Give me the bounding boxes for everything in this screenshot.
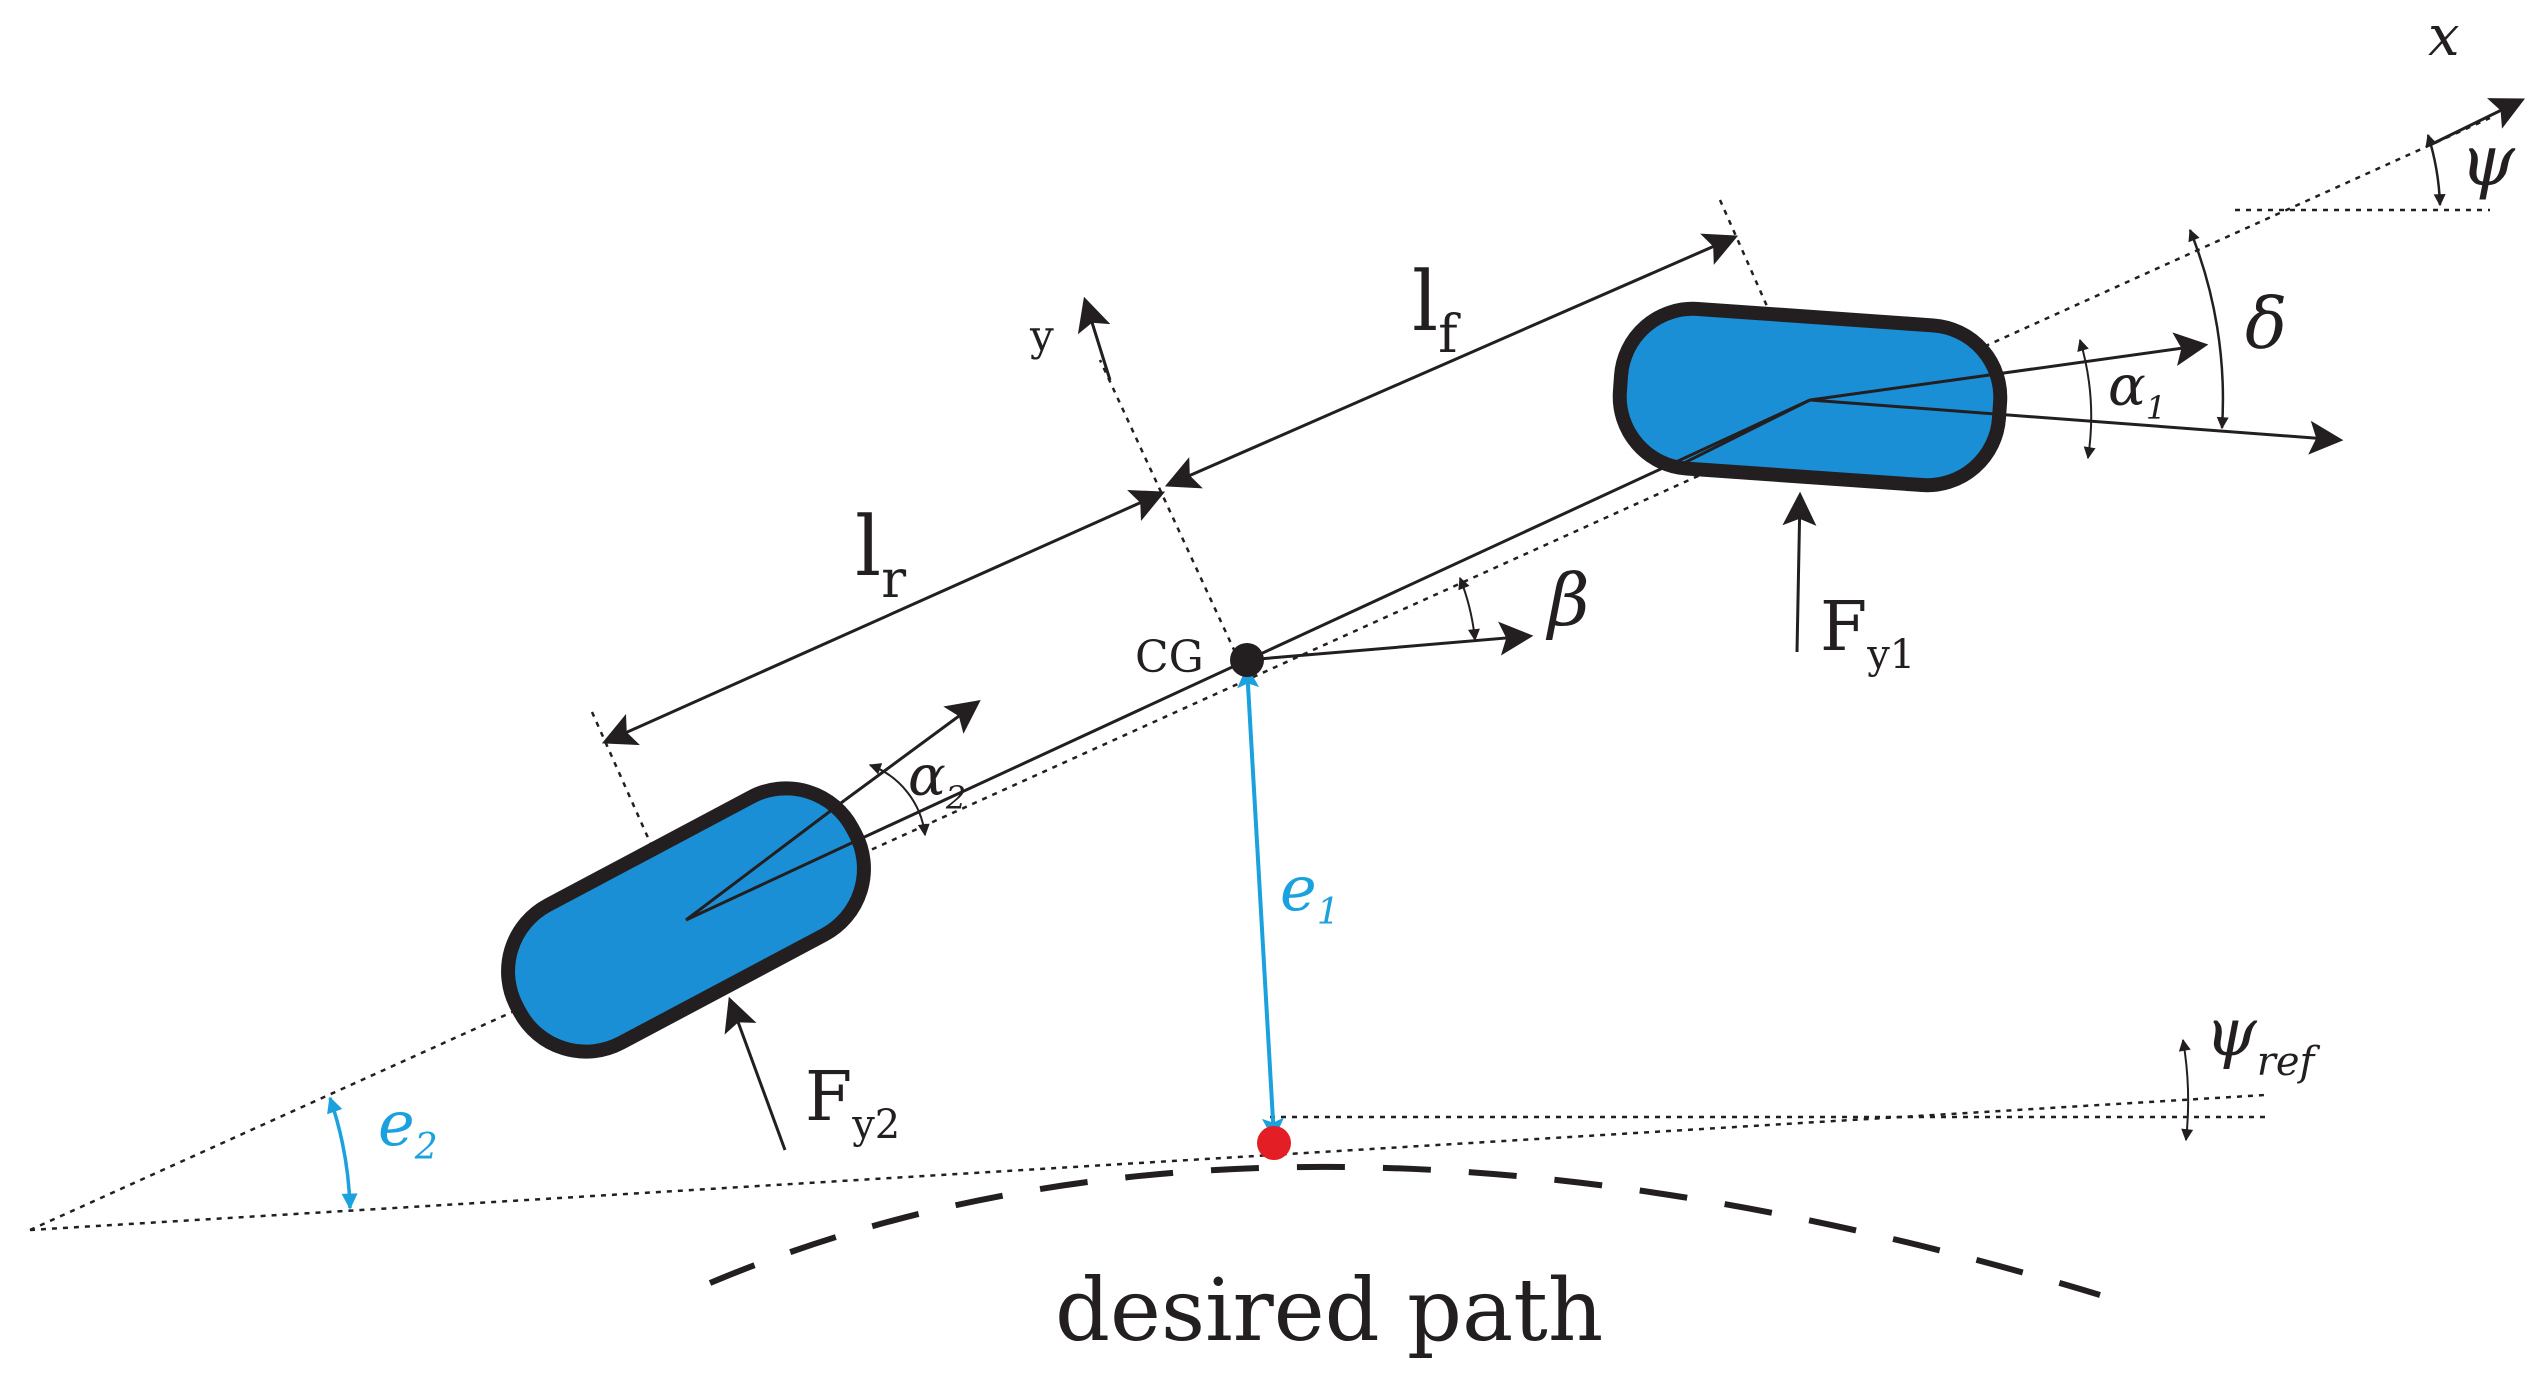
alpha2-angle-arc bbox=[868, 763, 930, 837]
y-axis-arrow bbox=[1077, 296, 1112, 381]
cg-label: CG bbox=[1135, 632, 1204, 683]
delta-label: δ bbox=[2245, 283, 2287, 365]
delta-angle-arc bbox=[2188, 228, 2229, 430]
fy1-force-arrow bbox=[1782, 491, 1817, 653]
front-wheel-direction-arrow bbox=[1809, 398, 2344, 455]
y-axis-label: y bbox=[1029, 311, 1054, 360]
alpha2-velocity-arrow bbox=[844, 699, 981, 802]
alpha1-label: α1 bbox=[2108, 354, 2166, 427]
psi-ref-label: ψref bbox=[2205, 994, 2321, 1085]
beta-angle-arc bbox=[1458, 576, 1480, 642]
lf-dimension-arrow bbox=[1164, 233, 1739, 489]
vehicle-x-axis-line bbox=[29, 116, 2491, 1232]
fy2-force-arrow bbox=[724, 996, 787, 1151]
rear-wheel-velocity-ref bbox=[685, 798, 846, 922]
fy2-label: Fy2 bbox=[805, 1058, 900, 1148]
vehicle-body-line bbox=[857, 398, 1811, 842]
path-tangent-line bbox=[29, 1093, 2266, 1232]
lr-dimension-arrow bbox=[601, 489, 1166, 746]
beta-velocity-arrow bbox=[1246, 621, 1534, 662]
e1-lateral-error-arrow bbox=[1237, 665, 1284, 1141]
e1-label: e1 bbox=[1280, 852, 1340, 933]
path-reference-point bbox=[1257, 1126, 1291, 1160]
x-axis-label: x bbox=[2428, 4, 2460, 69]
psi-ref-angle-arc bbox=[2178, 1038, 2194, 1142]
center-of-gravity-point bbox=[1230, 643, 1264, 677]
e2-label: e2 bbox=[378, 1087, 438, 1168]
vehicle-y-axis-line bbox=[1098, 359, 1237, 653]
beta-label: β bbox=[1545, 558, 1590, 642]
lr-label: lr bbox=[855, 500, 906, 610]
alpha1-angle-arc bbox=[2077, 338, 2096, 460]
front-wheel-heading-ref bbox=[1669, 398, 1811, 472]
lf-label: lf bbox=[1412, 255, 1461, 365]
alpha1-velocity-arrow bbox=[1809, 332, 2209, 402]
alpha2-label: α2 bbox=[908, 744, 966, 817]
desired-path-curve bbox=[708, 1163, 2101, 1298]
psi-label: ψ bbox=[2460, 120, 2516, 202]
psi-angle-arc bbox=[2425, 133, 2446, 207]
e2-heading-error-arc bbox=[327, 1096, 358, 1210]
fy1-label: Fy1 bbox=[1820, 588, 1915, 678]
desired-path-label: desired path bbox=[1055, 1261, 1603, 1361]
front-wheel-dimension-tick bbox=[1718, 199, 1807, 393]
rear-wheel-heading-ref bbox=[685, 838, 859, 922]
front-wheel bbox=[1612, 301, 2008, 493]
